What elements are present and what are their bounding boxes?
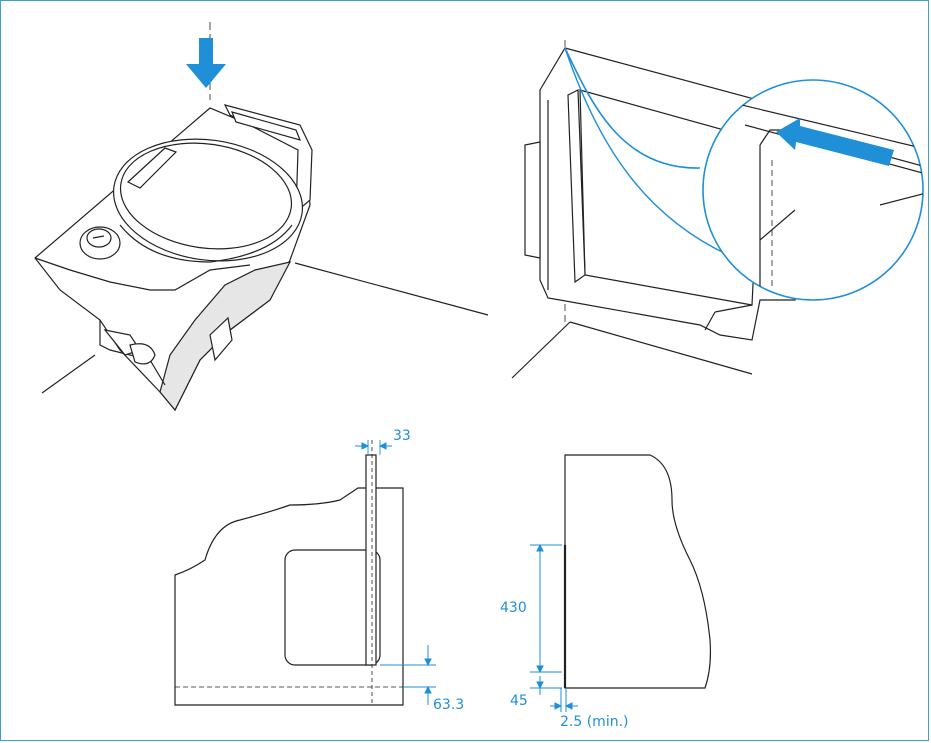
arrow-left-icon [776, 118, 894, 166]
side-view-dimensions [530, 543, 578, 712]
dim-gap-label: 2.5 (min.) [560, 714, 629, 730]
seal-curve [564, 47, 701, 169]
front-view-dimensions [355, 442, 436, 705]
toilet-illustration [34, 22, 489, 412]
dim-33-label: 33 [393, 428, 411, 444]
side-view-drawing [563, 454, 712, 689]
dim-430-label: 430 [500, 600, 527, 616]
dim-63-label: 63.3 [433, 697, 464, 713]
front-view-drawing [174, 440, 404, 706]
dim-45-label: 45 [510, 693, 528, 709]
zoom-detail [702, 79, 924, 301]
arrow-down-icon [186, 38, 226, 88]
